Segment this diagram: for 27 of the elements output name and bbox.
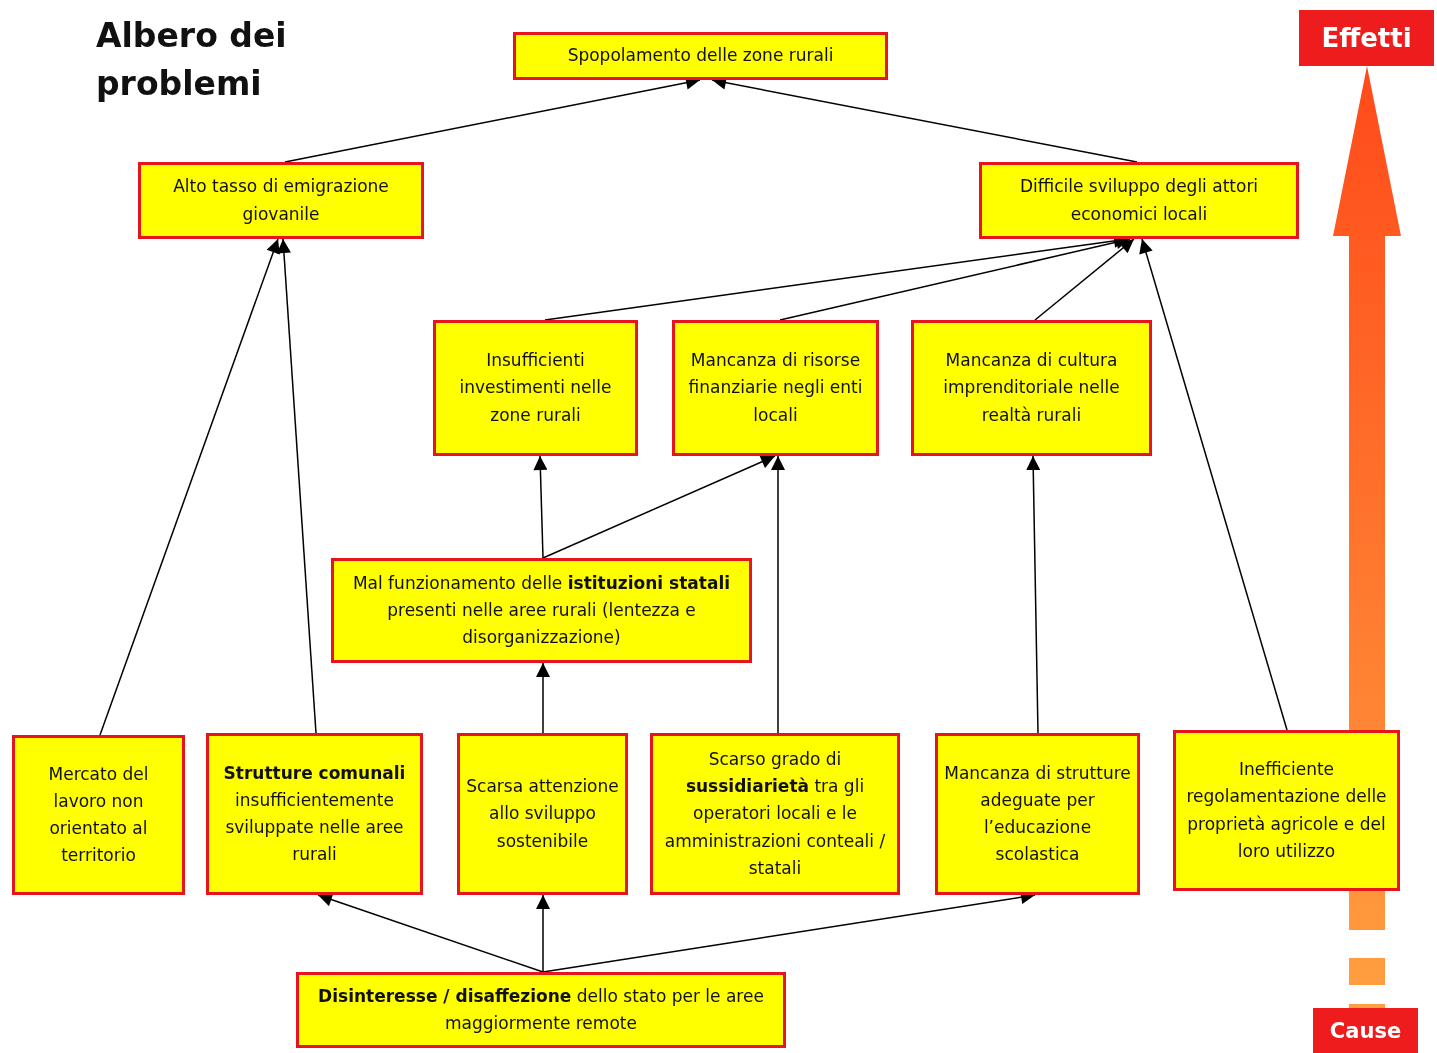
arrow <box>276 238 317 734</box>
problem-box: Mercato del lavoro non orientato al territorio <box>12 735 185 895</box>
axis-label-box: Cause <box>1313 1008 1418 1053</box>
arrow <box>1026 455 1041 734</box>
problem-box: Spopolamento delle zone rurali <box>513 32 888 80</box>
arrow <box>1139 238 1288 731</box>
arrow <box>536 662 550 734</box>
arrow <box>771 455 785 734</box>
problem-box: Mal funzionamento delle istituzioni statali presenti nelle aree rurali (lentezza e disorganizzazione) <box>331 558 752 663</box>
problem-box: Scarsa attenzione allo sviluppo sostenibile <box>457 733 628 895</box>
problem-box: Insufficienti investimenti nelle zone rurali <box>433 320 638 456</box>
arrow <box>99 238 280 736</box>
diagram-title: Albero dei problemi <box>96 15 288 105</box>
axis-label-box: Effetti <box>1299 10 1434 66</box>
problem-box: Strutture comunali insufficientemente sviluppate nelle aree rurali <box>206 733 423 895</box>
problem-box: Inefficiente regolamentazione delle proprietà agricole e del loro utilizzo <box>1173 730 1400 891</box>
problem-box: Mancanza di cultura imprenditoriale nelle realtà rurali <box>911 320 1152 456</box>
problem-box: Mancanza di strutture adeguate per l’educazione scolastica <box>935 733 1140 895</box>
arrow <box>1034 238 1135 321</box>
arrow <box>536 894 550 973</box>
arrow <box>542 455 776 559</box>
problem-box: Disinteresse / disaffezione dello stato per le aree maggiormente remote <box>296 972 786 1048</box>
problem-box: Difficile sviluppo degli attori economici locali <box>979 162 1299 239</box>
problem-box: Mancanza di risorse finanziarie negli enti locali <box>672 320 879 456</box>
arrow <box>533 455 548 559</box>
problem-box: Scarso grado di sussidiarietà tra gli operatori locali e le amministrazioni conteali / statali <box>650 733 900 895</box>
problem-box: Alto tasso di emigrazione giovanile <box>138 162 424 239</box>
